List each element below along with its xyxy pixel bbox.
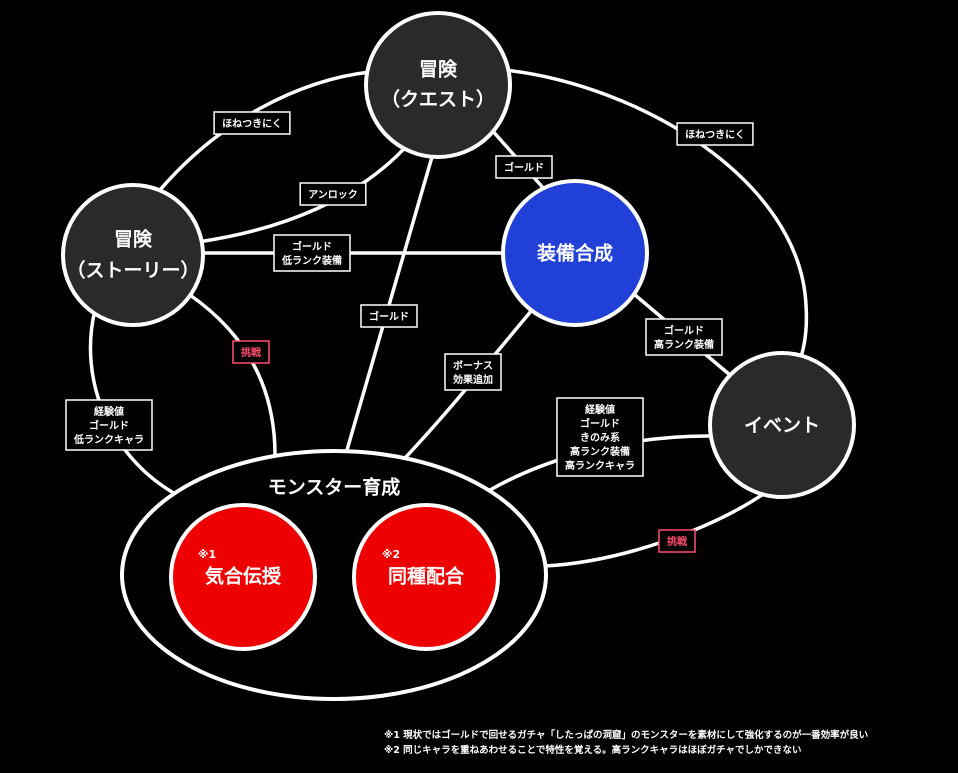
edge-label-challenge-story: 挑戦	[232, 340, 270, 364]
edge-label-unlock: アンロック	[299, 182, 367, 206]
edge-label-line: アンロック	[308, 189, 358, 201]
footnote-1: ※1 現状ではゴールドで回せるガチャ「したっぱの洞窟」のモンスターを素材にして強…	[384, 730, 869, 741]
edge-label-box	[658, 529, 696, 553]
edge-label-line: 効果追加	[453, 373, 493, 386]
node-monster-title: モンスター育成	[268, 476, 401, 499]
edge-label-box	[360, 304, 418, 328]
edge-label-line: 低ランクキャラ	[73, 433, 144, 446]
edge-label-line: ボーナス	[453, 359, 493, 372]
node-story[interactable]: 冒険 （ストーリー）	[61, 183, 205, 327]
edge-label-line: 経験値	[585, 403, 615, 416]
edge-label-line: 経験値	[94, 405, 124, 418]
node-equip-label: 装備合成	[536, 242, 613, 265]
edge-label-box	[676, 122, 754, 146]
edge-label-box	[273, 234, 351, 272]
node-kiai-label: 気合伝授	[205, 565, 282, 588]
edge-label-box	[556, 397, 644, 477]
edge-label-box	[645, 318, 723, 356]
edge-label-line: ゴールド	[369, 310, 409, 323]
edge-label-box	[232, 340, 270, 364]
edge-label-box	[65, 399, 153, 451]
node-kiai-note: ※1	[198, 548, 216, 561]
edge-label-box	[299, 182, 367, 206]
node-doushu-note: ※2	[382, 548, 400, 561]
edge-quest-monster	[345, 148, 436, 452]
node-event-label: イベント	[744, 415, 820, 437]
edge-label-challenge-event: 挑戦	[658, 529, 696, 553]
node-event[interactable]: イベント	[708, 351, 856, 499]
node-kiai[interactable]: ※1 気合伝授	[169, 503, 317, 651]
node-quest-circle	[364, 11, 512, 159]
edge-label-line: ほねつきにく	[685, 129, 745, 141]
edge-label-line: ゴールド	[504, 161, 544, 174]
edge-label-gold-quest-equip: ゴールド	[495, 155, 553, 179]
node-kiai-circle	[169, 503, 317, 651]
node-doushu-circle	[352, 503, 500, 651]
edge-label-gold-quest-monster: ゴールド	[360, 304, 418, 328]
edge-label-box	[495, 155, 553, 179]
edge-outer-loop-right	[503, 68, 809, 372]
node-quest-line2: （クエスト）	[381, 88, 495, 111]
node-quest-line1: 冒険	[419, 58, 458, 81]
node-story-line1: 冒険	[114, 228, 153, 251]
edge-label-line: 高ランク装備	[570, 445, 630, 458]
edge-label-line: 挑戦	[667, 535, 688, 548]
node-quest[interactable]: 冒険 （クエスト）	[364, 11, 512, 159]
node-equip-circle	[501, 179, 649, 327]
edge-label-hone-right: ほねつきにく	[676, 122, 754, 146]
edge-label-line: ゴールド	[292, 240, 332, 253]
edge-label-line: きのみ系	[580, 431, 620, 444]
edge-outer-loop-left	[158, 70, 372, 192]
footnote-2: ※2 同じキャラを重ねあわせることで特性を覚える。高ランクキャラはほぼガチャでし…	[384, 745, 802, 756]
edge-label-box	[213, 111, 291, 135]
edge-label-line: ゴールド	[664, 324, 704, 337]
edge-label-hone-left: ほねつきにく	[213, 111, 291, 135]
edge-label-line: 低ランク装備	[281, 254, 342, 267]
edge-label-line: ゴールド	[580, 417, 620, 430]
nodes: 冒険 （クエスト） 冒険 （ストーリー） 装備合成 イベント モンスター育成 ※…	[61, 11, 856, 701]
edge-label-line: ほねつきにく	[222, 118, 282, 130]
node-story-circle	[61, 183, 205, 327]
edge-unlock	[196, 138, 414, 244]
edge-label-line: ゴールド	[89, 419, 129, 432]
edge-label-line: 高ランクキャラ	[565, 459, 635, 472]
edge-label-box	[444, 353, 502, 391]
node-story-line2: （ストーリー）	[66, 259, 199, 282]
node-doushu-label: 同種配合	[388, 565, 465, 588]
node-equip[interactable]: 装備合成	[501, 179, 649, 327]
edge-label-line: 高ランク装備	[654, 338, 714, 351]
edge-label-line: 挑戦	[241, 346, 262, 359]
node-doushu[interactable]: ※2 同種配合	[352, 503, 500, 651]
node-event-circle	[708, 351, 856, 499]
